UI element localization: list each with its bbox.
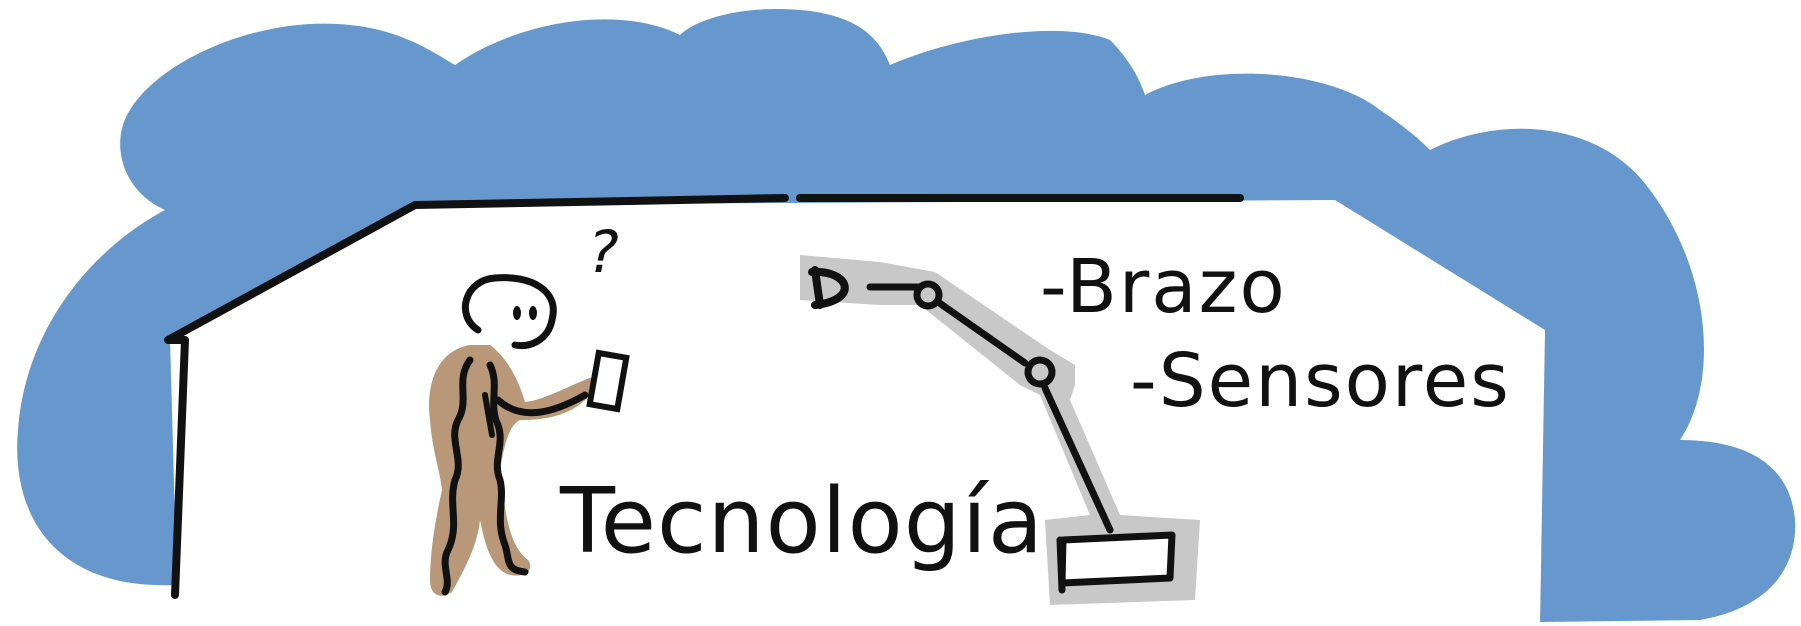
label-arm: -Brazo [1040,244,1287,330]
robot-arm-icon [800,255,1200,605]
house-outline-icon [164,194,1545,626]
phone-icon [586,349,630,413]
question-mark: ? [588,218,619,286]
label-technology: Tecnología [559,469,1044,574]
label-sensors: -Sensores [1130,338,1511,424]
person-icon [429,274,598,596]
